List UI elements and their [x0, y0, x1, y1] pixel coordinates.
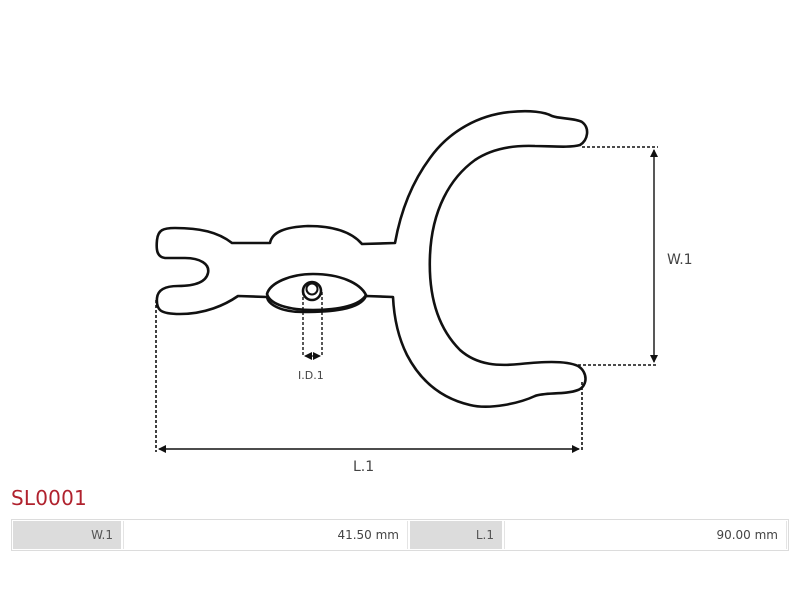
- part-code-title: SL0001: [11, 486, 87, 510]
- spec-label-l1: L.1: [410, 521, 502, 549]
- dimension-label-inner-diameter: I.D.1: [298, 369, 324, 382]
- technical-drawing: W.1 L.1 I.D.1: [155, 109, 693, 475]
- dimension-lines: [155, 146, 658, 453]
- fork-outline: [155, 109, 589, 408]
- dimension-label-length: L.1: [353, 459, 374, 475]
- spec-value-w1: 41.50 mm: [123, 521, 408, 549]
- dimension-label-width: W.1: [667, 252, 693, 268]
- spec-table: W.1 41.50 mm L.1 90.00 mm: [11, 519, 789, 551]
- spec-value-l1: 90.00 mm: [504, 521, 787, 549]
- spec-label-w1: W.1: [13, 521, 121, 549]
